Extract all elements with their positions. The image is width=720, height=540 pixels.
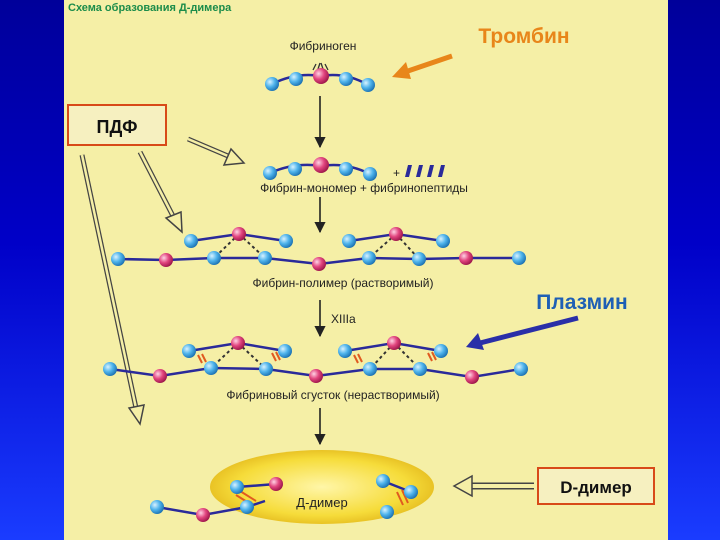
fibrinogen-molecule — [265, 62, 375, 92]
thrombin-label: Тромбин — [478, 25, 569, 48]
polymer-label: Фибрин-полимер (растворимый) — [253, 276, 434, 290]
plus-sign: + — [393, 166, 400, 180]
diagram-title: Схема образования Д-димера — [68, 2, 232, 14]
d-dimer-inner-label: Д-димер — [296, 495, 347, 510]
pdf-arrow-to-polymer — [137, 150, 183, 234]
d-dimer-ellipse — [210, 450, 434, 524]
d-dimer-box-arrow — [452, 474, 534, 498]
fibrinogen-label: Фибриноген — [290, 39, 357, 53]
fibrin-polymer-molecule — [111, 227, 526, 271]
thrombin-arrow — [392, 53, 453, 79]
pdf-box: ПДФ — [67, 104, 167, 146]
plasmin-arrow — [466, 315, 579, 350]
pdf-arrow-to-monomer — [187, 136, 246, 166]
factor-xiiia-label: XIIIa — [331, 312, 356, 326]
pdf-label: ПДФ — [97, 117, 138, 137]
plasmin-label: Плазмин — [536, 291, 627, 314]
monomer-label: Фибрин-мономер + фибринопептиды — [260, 181, 468, 195]
clot-label: Фибриновый сгусток (нерастворимый) — [226, 388, 439, 402]
fibrin-monomer-molecule — [263, 157, 377, 181]
fibrin-clot-molecule — [103, 336, 528, 384]
pdf-arrow-to-ddimer — [79, 154, 145, 426]
d-dimer-fragments — [150, 474, 418, 522]
fibrinopeptides-icon — [405, 165, 445, 177]
d-dimer-box: D-димер — [537, 467, 655, 505]
d-dimer-box-label: D-димер — [560, 478, 632, 497]
